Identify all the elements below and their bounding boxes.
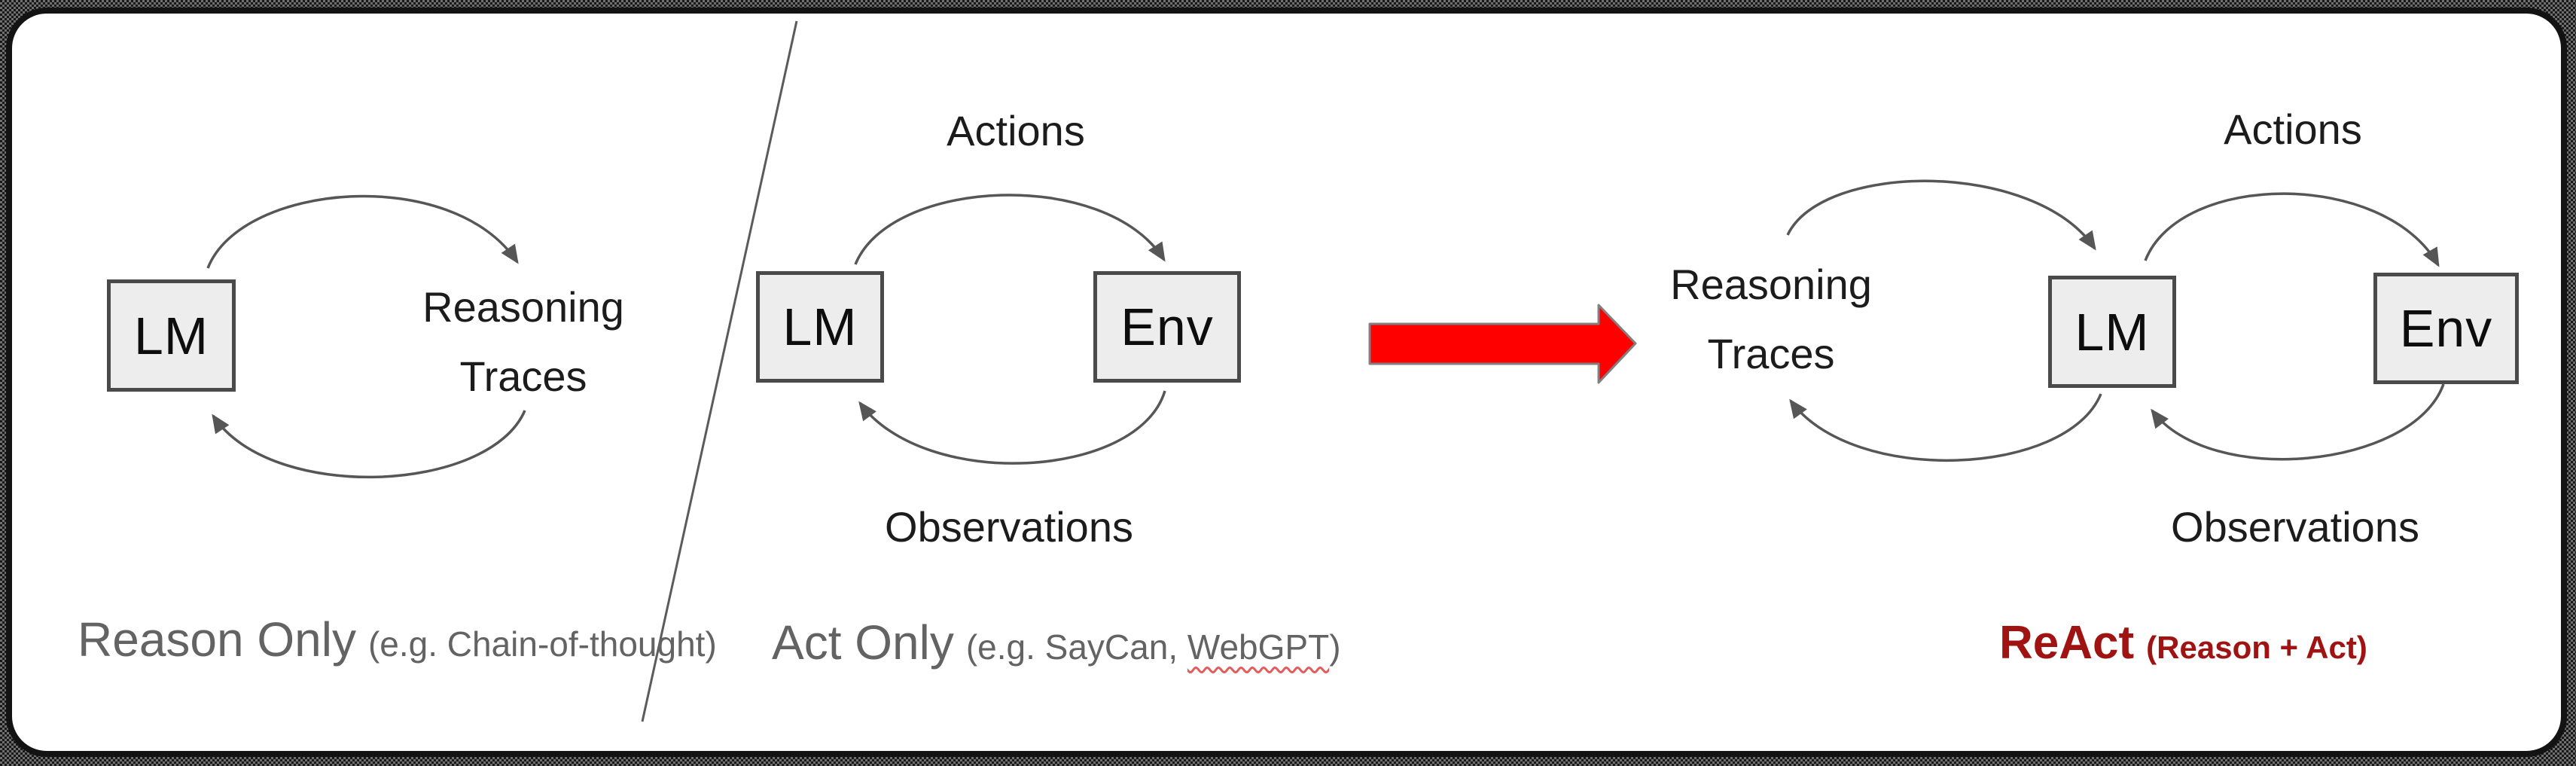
react-caption-main: ReAct (1999, 617, 2135, 669)
act-only-caption-note: (e.g. SayCan, WebGPT) (966, 627, 1341, 667)
act-only-lm-node: LM (756, 271, 884, 383)
react-env-node: Env (2373, 273, 2519, 384)
react-lm-label: LM (2075, 302, 2150, 362)
reason-only-loop-target: Reasoning Traces (373, 273, 674, 411)
react-actions-label: Actions (2224, 105, 2362, 153)
act-only-note-webgpt: WebGPT (1187, 627, 1330, 667)
act-only-actions-label: Actions (947, 107, 1085, 154)
reason-only-lm-label: LM (133, 306, 209, 365)
act-only-env-node: Env (1093, 271, 1241, 383)
react-env-label: Env (2399, 299, 2493, 358)
react-lm-node: LM (2048, 276, 2176, 388)
act-only-note-suffix: ) (1329, 627, 1341, 667)
react-traces-line: Traces (1707, 330, 1835, 377)
react-caption: ReAct (Reason + Act) (1999, 616, 2367, 670)
act-only-caption-main: Act Only (772, 615, 954, 670)
traces-line: Traces (459, 352, 587, 400)
reason-only-caption: Reason Only (e.g. Chain-of-thought) (78, 612, 717, 667)
react-reasoning-line: Reasoning (1670, 261, 1872, 308)
reason-only-lm-node: LM (107, 279, 236, 392)
act-only-note-prefix: (e.g. SayCan, (965, 627, 1187, 667)
act-only-lm-label: LM (782, 298, 858, 356)
reason-only-caption-main: Reason Only (78, 612, 356, 667)
reason-only-caption-note: (e.g. Chain-of-thought) (367, 624, 717, 664)
react-observations-label: Observations (2171, 503, 2419, 551)
act-only-observations-label: Observations (885, 503, 1133, 551)
react-caption-note: (Reason + Act) (2146, 630, 2367, 665)
react-loop-target: Reasoning Traces (1620, 250, 1922, 389)
act-only-env-label: Env (1120, 298, 1214, 356)
reasoning-line: Reasoning (422, 283, 624, 331)
act-only-caption: Act Only (e.g. SayCan, WebGPT) (772, 615, 1341, 670)
